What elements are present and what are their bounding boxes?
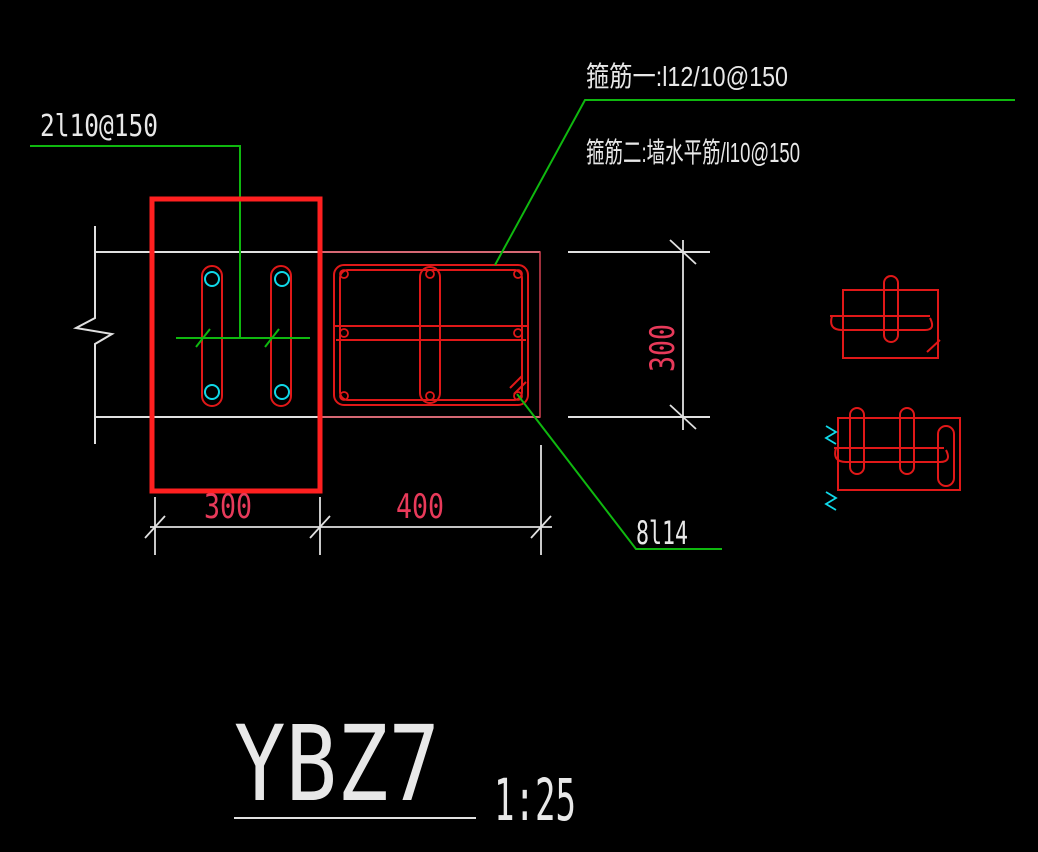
column-bars — [339, 269, 523, 401]
left-tie-bars — [201, 265, 292, 407]
leader-left-callout — [30, 145, 241, 338]
dim-left-width: 300 — [204, 487, 252, 527]
column-stirrups — [333, 264, 529, 406]
wall-outline — [72, 226, 710, 444]
leader-lines — [30, 99, 1015, 550]
stirrup-one-label: 箍筋一:l12/10@150 — [586, 61, 788, 92]
bottom-bars-label: 8l14 — [636, 514, 688, 552]
drawing-title: YBZ7 — [234, 703, 440, 825]
stirrup-detail-two — [834, 407, 961, 491]
stirrup-detail-one — [830, 275, 941, 359]
leader-stirrup — [494, 99, 1015, 266]
highlight-box — [149, 196, 323, 494]
dimension-lines — [144, 239, 697, 555]
stirrup-two-label: 箍筋二:墙水平筋/l10@150 — [586, 137, 800, 168]
leader-bottom-bars — [516, 393, 722, 550]
left-callout-label: 2l10@150 — [40, 109, 158, 144]
wall-bars — [204, 271, 290, 400]
break-line-symbol — [72, 226, 115, 444]
dim-right-width: 400 — [396, 487, 444, 527]
dim-height: 300 — [643, 324, 683, 372]
break-marks-detail — [824, 425, 838, 511]
drawing-scale: 1:25 — [494, 766, 576, 834]
